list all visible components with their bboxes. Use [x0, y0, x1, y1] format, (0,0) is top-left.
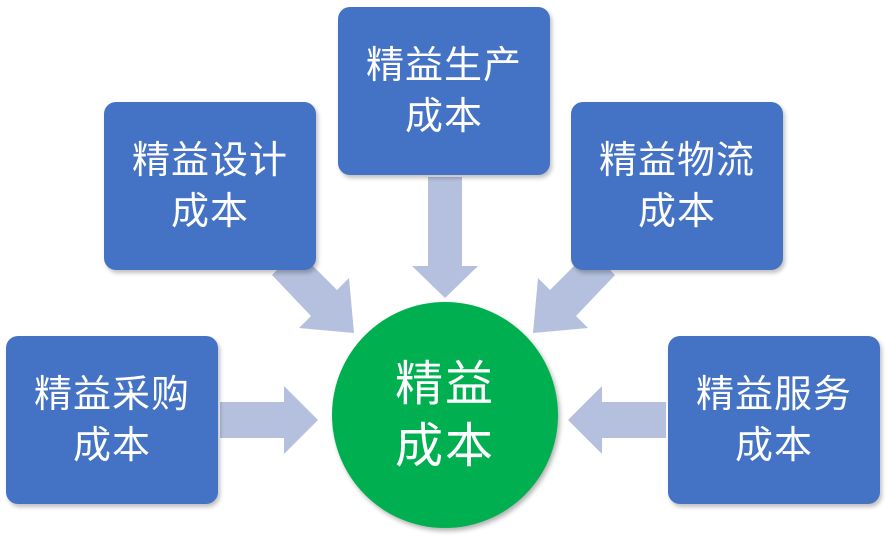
arrow-produce-to-center — [412, 177, 478, 298]
box-service-line1: 精益服务 — [695, 371, 852, 416]
box-service-line2: 成本 — [734, 423, 813, 467]
box-lean-purchasing-cost: 精益采购 成本 — [6, 336, 218, 504]
box-lean-production-cost: 精益生产 成本 — [338, 7, 550, 175]
box-purchase-line1: 精益采购 — [33, 371, 190, 416]
box-logistics-line2: 成本 — [637, 189, 716, 233]
box-produce-line2: 成本 — [404, 94, 483, 138]
center-line1: 精益 — [394, 355, 495, 412]
box-design-line2: 成本 — [170, 189, 249, 233]
arrow-logistics-to-center — [533, 250, 615, 333]
box-lean-service-cost: 精益服务 成本 — [668, 336, 880, 504]
center-lean-cost-circle: 精益 成本 — [332, 302, 558, 528]
box-purchase-line2: 成本 — [72, 423, 151, 467]
box-lean-design-cost: 精益设计 成本 — [104, 102, 316, 270]
box-lean-logistics-cost: 精益物流 成本 — [571, 102, 783, 270]
center-line2: 成本 — [394, 418, 495, 474]
box-design-line1: 精益设计 — [131, 137, 288, 182]
arrow-purchase-to-center — [220, 386, 318, 454]
box-logistics-line1: 精益物流 — [598, 137, 755, 182]
arrow-service-to-center — [568, 386, 666, 454]
box-produce-line1: 精益生产 — [365, 42, 522, 87]
arrow-design-to-center — [272, 250, 354, 333]
